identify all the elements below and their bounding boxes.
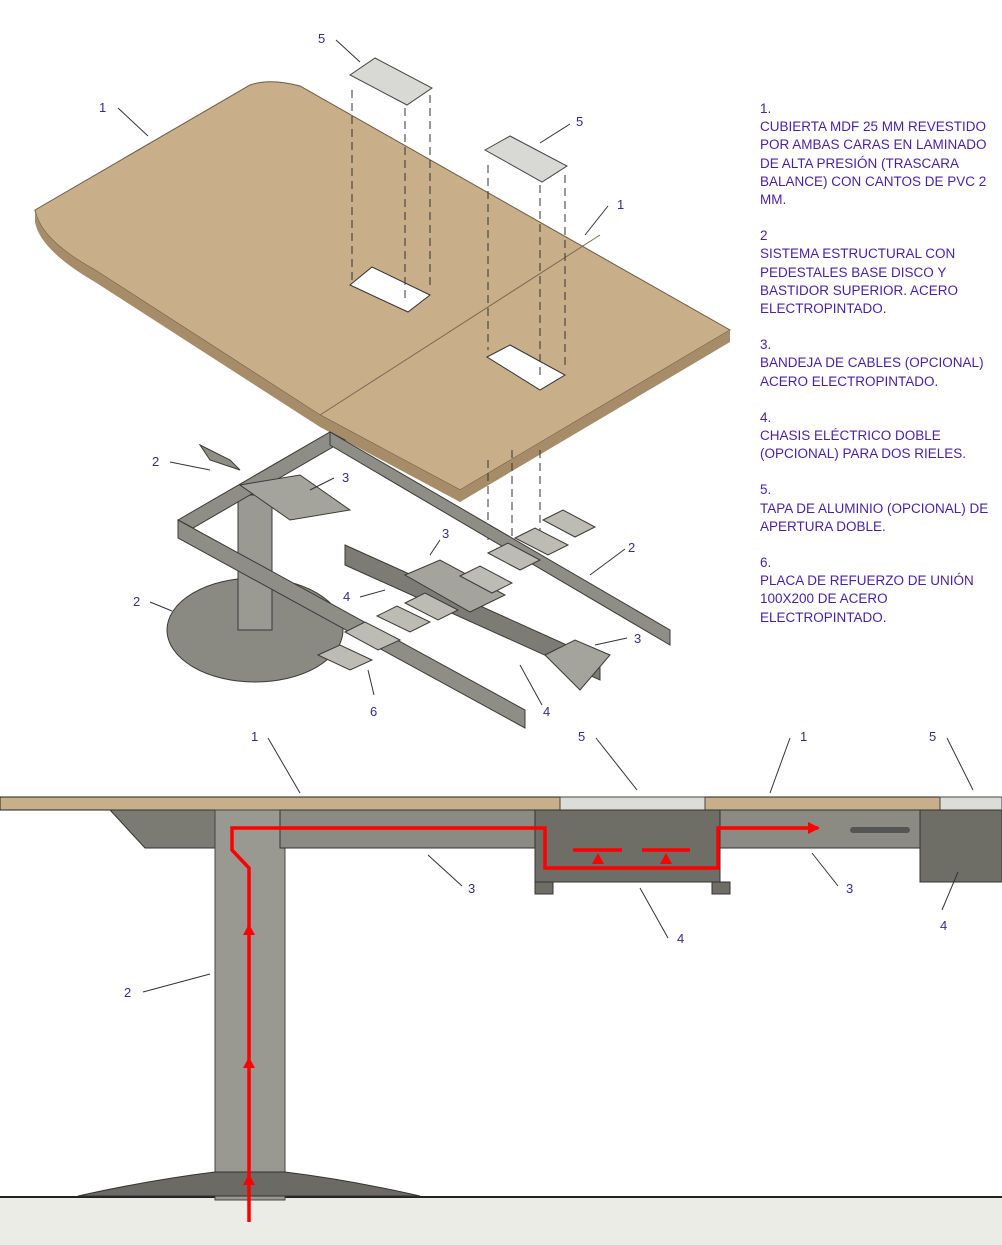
callout-1: 1	[251, 729, 258, 744]
callout-1: 1	[800, 729, 807, 744]
legend-number: 1.	[760, 101, 772, 116]
legend-number: 2	[760, 228, 768, 244]
callout-6: 6	[370, 704, 377, 719]
floor	[0, 1197, 1002, 1245]
legend-item-6: 6. PLACA DE REFUERZO DE UNIÓN 100X200 DE …	[760, 554, 1000, 627]
callout-1: 1	[99, 100, 106, 115]
callout-3: 3	[468, 881, 475, 896]
section-view	[0, 796, 1002, 1245]
legend-text: PLACA DE REFUERZO DE UNIÓN 100X200 DE AC…	[760, 573, 974, 625]
legend-text: SISTEMA ESTRUCTURAL CON PEDESTALES BASE …	[760, 246, 959, 317]
callout-4: 4	[543, 704, 550, 719]
callout-2: 2	[628, 540, 635, 555]
section-leader-lines	[142, 737, 974, 993]
legend-text: TAPA DE ALUMINIO (OPCIONAL) DE APERTURA …	[760, 500, 989, 534]
legend-item-3: 3. BANDEJA DE CABLES (OPCIONAL) ACERO ELE…	[760, 336, 1000, 391]
callout-2: 2	[133, 594, 140, 609]
callout-5: 5	[318, 31, 325, 46]
callout-2: 2	[152, 454, 159, 469]
callout-1: 1	[617, 197, 624, 212]
frame-exploded	[166, 431, 671, 729]
cable-arrows	[243, 822, 820, 1185]
exploded-callout-labels: 5 1 5 1 2 3 3 2 2 4 3 6 4	[99, 31, 641, 719]
callout-5: 5	[578, 729, 585, 744]
callout-3: 3	[634, 631, 641, 646]
callout-4: 4	[677, 931, 684, 946]
legend-number: 5.	[760, 482, 772, 498]
exploded-leader-lines	[117, 39, 628, 706]
legend-number: 4.	[760, 409, 772, 425]
callout-4: 4	[343, 589, 350, 604]
callout-3: 3	[442, 526, 449, 541]
cable-route	[230, 826, 818, 1222]
callout-3: 3	[846, 881, 853, 896]
legend-text: BANDEJA DE CABLES (OPCIONAL) ACERO ELECT…	[760, 355, 984, 389]
grommet-caps-exploded	[349, 57, 568, 560]
tabletop-exploded	[34, 81, 731, 502]
legend-text: CUBIERTA MDF 25 MM REVESTIDO POR AMBAS C…	[760, 119, 987, 208]
callout-5: 5	[576, 114, 583, 129]
parts-legend: 1. CUBIERTA MDF 25 MM REVESTIDO POR AMBAS…	[760, 100, 1000, 645]
legend-number: 6.	[760, 555, 772, 571]
callout-5: 5	[929, 729, 936, 744]
legend-item-1: 1. CUBIERTA MDF 25 MM REVESTIDO POR AMBAS…	[760, 100, 1000, 209]
callout-4: 4	[940, 918, 947, 933]
callout-3: 3	[342, 470, 349, 485]
callout-2: 2	[124, 985, 131, 1000]
legend-item-5: 5. TAPA DE ALUMINIO (OPCIONAL) DE APERTUR…	[760, 481, 1000, 536]
legend-text: CHASIS ELÉCTRICO DOBLE (OPCIONAL) PARA D…	[760, 428, 967, 462]
section-callout-labels: 1 5 1 5 3 3 4 4 2	[124, 729, 947, 1000]
legend-item-4: 4. CHASIS ELÉCTRICO DOBLE (OPCIONAL) PARA…	[760, 409, 1000, 464]
legend-number: 3.	[760, 337, 772, 353]
